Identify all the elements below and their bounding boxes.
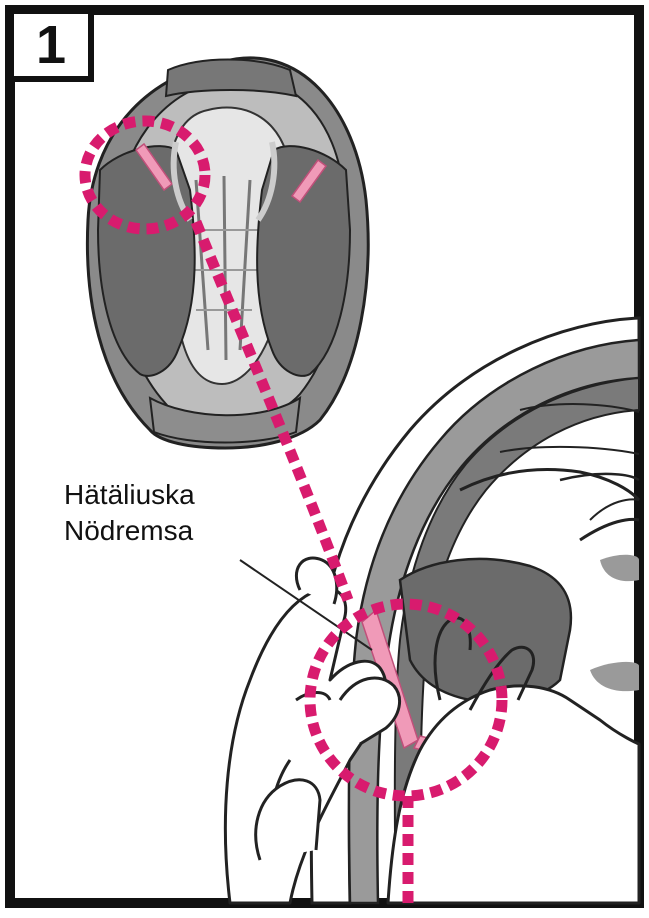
emergency-strap-label-swedish: Nödremsa (64, 514, 193, 548)
helmet-liner-topview (87, 58, 368, 448)
step-number-badge: 1 (14, 14, 94, 82)
emergency-strap-label-finnish: Hätäliuska (64, 478, 195, 512)
